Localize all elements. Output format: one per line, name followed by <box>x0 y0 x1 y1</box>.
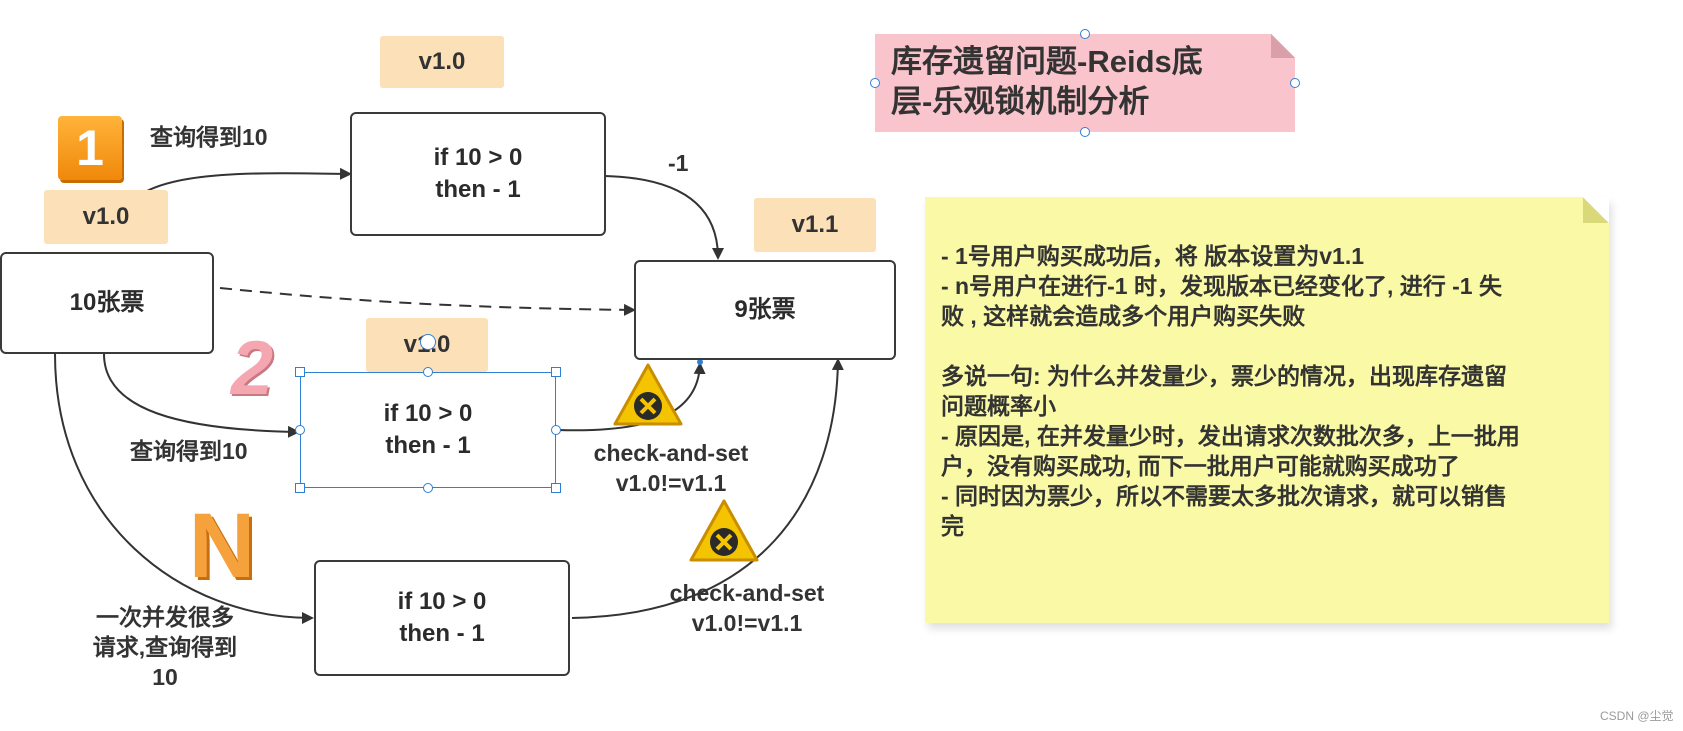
title-note[interactable]: 库存遗留问题-Reids底 层-乐观锁机制分析 <box>875 34 1295 132</box>
condition-text: if 10 > 0 <box>383 400 473 427</box>
user-1-badge: 1 <box>58 116 122 180</box>
note-line: 问题概率小 <box>941 393 1056 419</box>
explanation-note[interactable]: - 1号用户购买成功后，将 版本设置为v1.1 - n号用户在进行-1 时，发现… <box>925 197 1609 623</box>
tickets-10-box[interactable]: 10张票 <box>0 252 214 354</box>
warning-fail-icon <box>689 499 759 562</box>
note-line: 完 <box>941 513 964 539</box>
note-line: 多说一句: 为什么并发量少，票少的情况，出现库存遗留 <box>941 363 1508 389</box>
title-handle-left[interactable] <box>870 78 880 88</box>
cas-line: check-and-set <box>669 580 825 606</box>
version-tag-right: v1.1 <box>754 198 876 252</box>
check-box-bottom[interactable]: if 10 > 0 then - 1 <box>314 560 570 676</box>
cas-label-bottom: check-and-set v1.0!=v1.1 <box>654 578 840 638</box>
user-n-badge: N <box>188 494 256 597</box>
note-spacer <box>941 331 1595 361</box>
title-line: 层-乐观锁机制分析 <box>891 84 1150 119</box>
check-box-top[interactable]: if 10 > 0 then - 1 <box>350 112 606 236</box>
title-handle-right[interactable] <box>1290 78 1300 88</box>
condition-text: if 10 > 0 <box>433 144 523 171</box>
version-tag-left: v1.0 <box>44 190 168 244</box>
action-text: then - 1 <box>385 432 471 459</box>
query-label-2: 查询得到10 <box>130 438 248 464</box>
tickets-10-label: 10张票 <box>69 289 145 316</box>
title-line: 库存遗留问题-Reids底 <box>891 44 1203 79</box>
dashed-arrow-10-to-9 <box>219 287 636 316</box>
arrow-check-bottom-to-9 <box>571 358 844 619</box>
query-label-1: 查询得到10 <box>150 124 268 150</box>
resize-handle-tl[interactable] <box>295 367 305 377</box>
minus-one-label: -1 <box>668 150 689 176</box>
rotate-handle[interactable] <box>420 334 436 350</box>
warning-fail-icon <box>613 363 683 426</box>
query-label-n: 一次并发很多 请求,查询得到 10 <box>82 602 248 692</box>
arrow-10-to-check-bottom <box>54 353 314 624</box>
note-line: - n号用户在进行-1 时，发现版本已经变化了, 进行 -1 失 <box>941 273 1502 299</box>
query-n-line: 10 <box>152 664 178 690</box>
cas-line: check-and-set <box>593 440 749 466</box>
arrow-check-top-to-9 <box>604 175 724 260</box>
title-handle-top[interactable] <box>1080 29 1090 39</box>
action-text: then - 1 <box>399 620 485 647</box>
note-line: 败 , 这样就会造成多个用户购买失败 <box>941 303 1306 329</box>
note-line: - 原因是, 在并发量少时，发出请求次数批次多，上一批用 <box>941 423 1520 449</box>
title-handle-bottom[interactable] <box>1080 127 1090 137</box>
note-line: - 同时因为票少，所以不需要太多批次请求，就可以销售 <box>941 483 1508 509</box>
check-box-mid[interactable]: if 10 > 0 then - 1 <box>300 372 556 488</box>
resize-handle-bl[interactable] <box>295 483 305 493</box>
note-fold-corner <box>1583 197 1609 223</box>
cas-label-mid: check-and-set v1.0!=v1.1 <box>578 438 764 498</box>
query-n-line: 一次并发很多 <box>96 604 234 630</box>
tickets-9-label: 9张票 <box>734 296 796 323</box>
arrow-query1-to-check-top <box>139 167 352 196</box>
tickets-9-box[interactable]: 9张票 <box>634 260 896 360</box>
resize-handle-tr[interactable] <box>551 367 561 377</box>
condition-text: if 10 > 0 <box>397 588 487 615</box>
user-2-badge: 2 <box>230 325 274 411</box>
watermark: CSDN @尘觉 <box>1600 709 1674 723</box>
resize-handle-br[interactable] <box>551 483 561 493</box>
note-line: 户，没有购买成功, 而下一批用户可能就购买成功了 <box>941 453 1460 479</box>
cas-line: v1.0!=v1.1 <box>615 470 727 496</box>
action-text: then - 1 <box>435 176 521 203</box>
resize-handle-bottom[interactable] <box>423 483 433 493</box>
arrow-10-to-check-mid <box>103 353 300 438</box>
connection-point <box>697 359 703 365</box>
resize-handle-right[interactable] <box>551 425 561 435</box>
note-fold-corner <box>1271 34 1295 58</box>
version-tag-top: v1.0 <box>380 36 504 88</box>
note-line: - 1号用户购买成功后，将 版本设置为v1.1 <box>941 243 1364 269</box>
cas-line: v1.0!=v1.1 <box>691 610 803 636</box>
query-n-line: 请求,查询得到 <box>92 634 238 660</box>
resize-handle-left[interactable] <box>295 425 305 435</box>
resize-handle-top[interactable] <box>423 367 433 377</box>
